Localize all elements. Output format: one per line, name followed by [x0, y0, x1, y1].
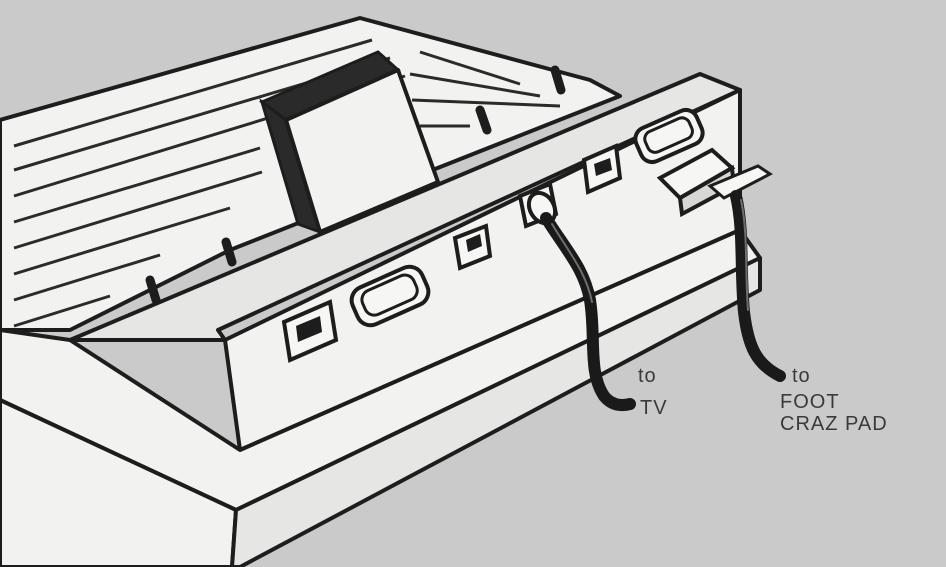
foot-pad-label-line2: CRAZ PAD — [780, 414, 888, 434]
foot-pad-label-line1: FOOT — [780, 392, 840, 412]
tv-label: TV — [640, 398, 668, 418]
tv-label-to: to — [638, 366, 657, 386]
foot-pad-label-to: to — [792, 366, 811, 386]
